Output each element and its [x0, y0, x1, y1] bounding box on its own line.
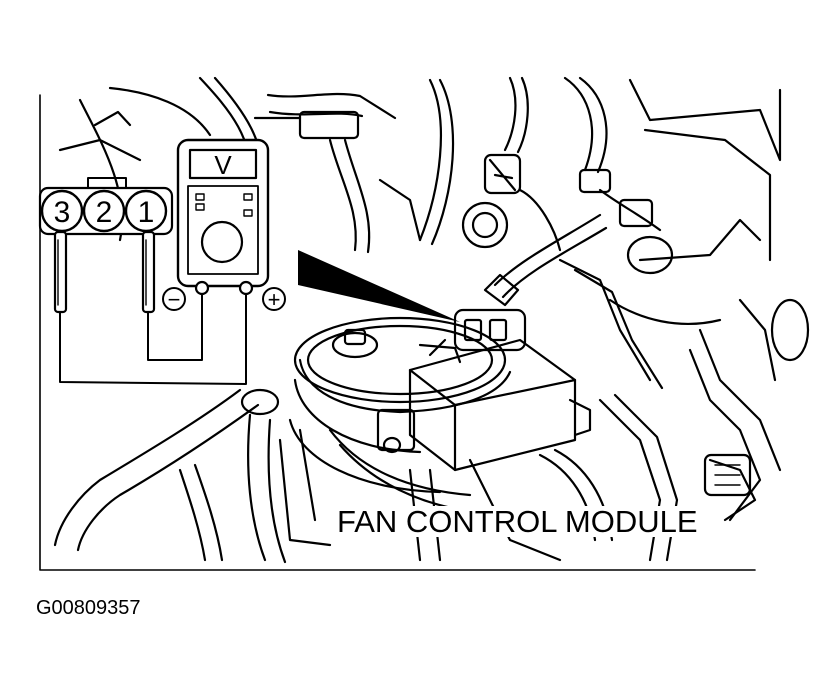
fan-control-module-label: FAN CONTROL MODULE: [333, 506, 702, 537]
module-wire-harness: [453, 213, 608, 352]
pin-1-label: 1: [138, 196, 155, 229]
figure-id: G00809357: [36, 597, 141, 619]
connector-pin-2: [82, 189, 126, 233]
meter-jack-com: [194, 280, 210, 296]
lower-hoses: [53, 388, 679, 564]
negative-terminal-icon: [162, 287, 186, 311]
test-probes: [53, 230, 247, 385]
lead-left: [59, 291, 247, 385]
negative-terminal-sign: −: [168, 287, 181, 312]
meter-unit: V: [214, 150, 232, 180]
callout-pointer: [298, 250, 460, 322]
radiator-fan-motor: [288, 316, 512, 494]
meter-jack-v: [238, 280, 254, 296]
meter-display: [188, 148, 258, 180]
positive-terminal-sign: +: [268, 287, 281, 312]
probe-right: [141, 230, 156, 314]
multimeter: V − +: [162, 138, 286, 312]
meter-dial: [200, 220, 244, 264]
positive-terminal-icon: [262, 287, 286, 311]
fan-control-module: [376, 338, 592, 472]
pin-3-label: 3: [54, 196, 71, 229]
engine-bay-artwork: [39, 76, 810, 571]
lead-right: [147, 291, 203, 361]
pin-2-label: 2: [96, 196, 113, 229]
probe-left: [53, 230, 68, 314]
connector-pinout: 3 2 1: [38, 177, 174, 236]
